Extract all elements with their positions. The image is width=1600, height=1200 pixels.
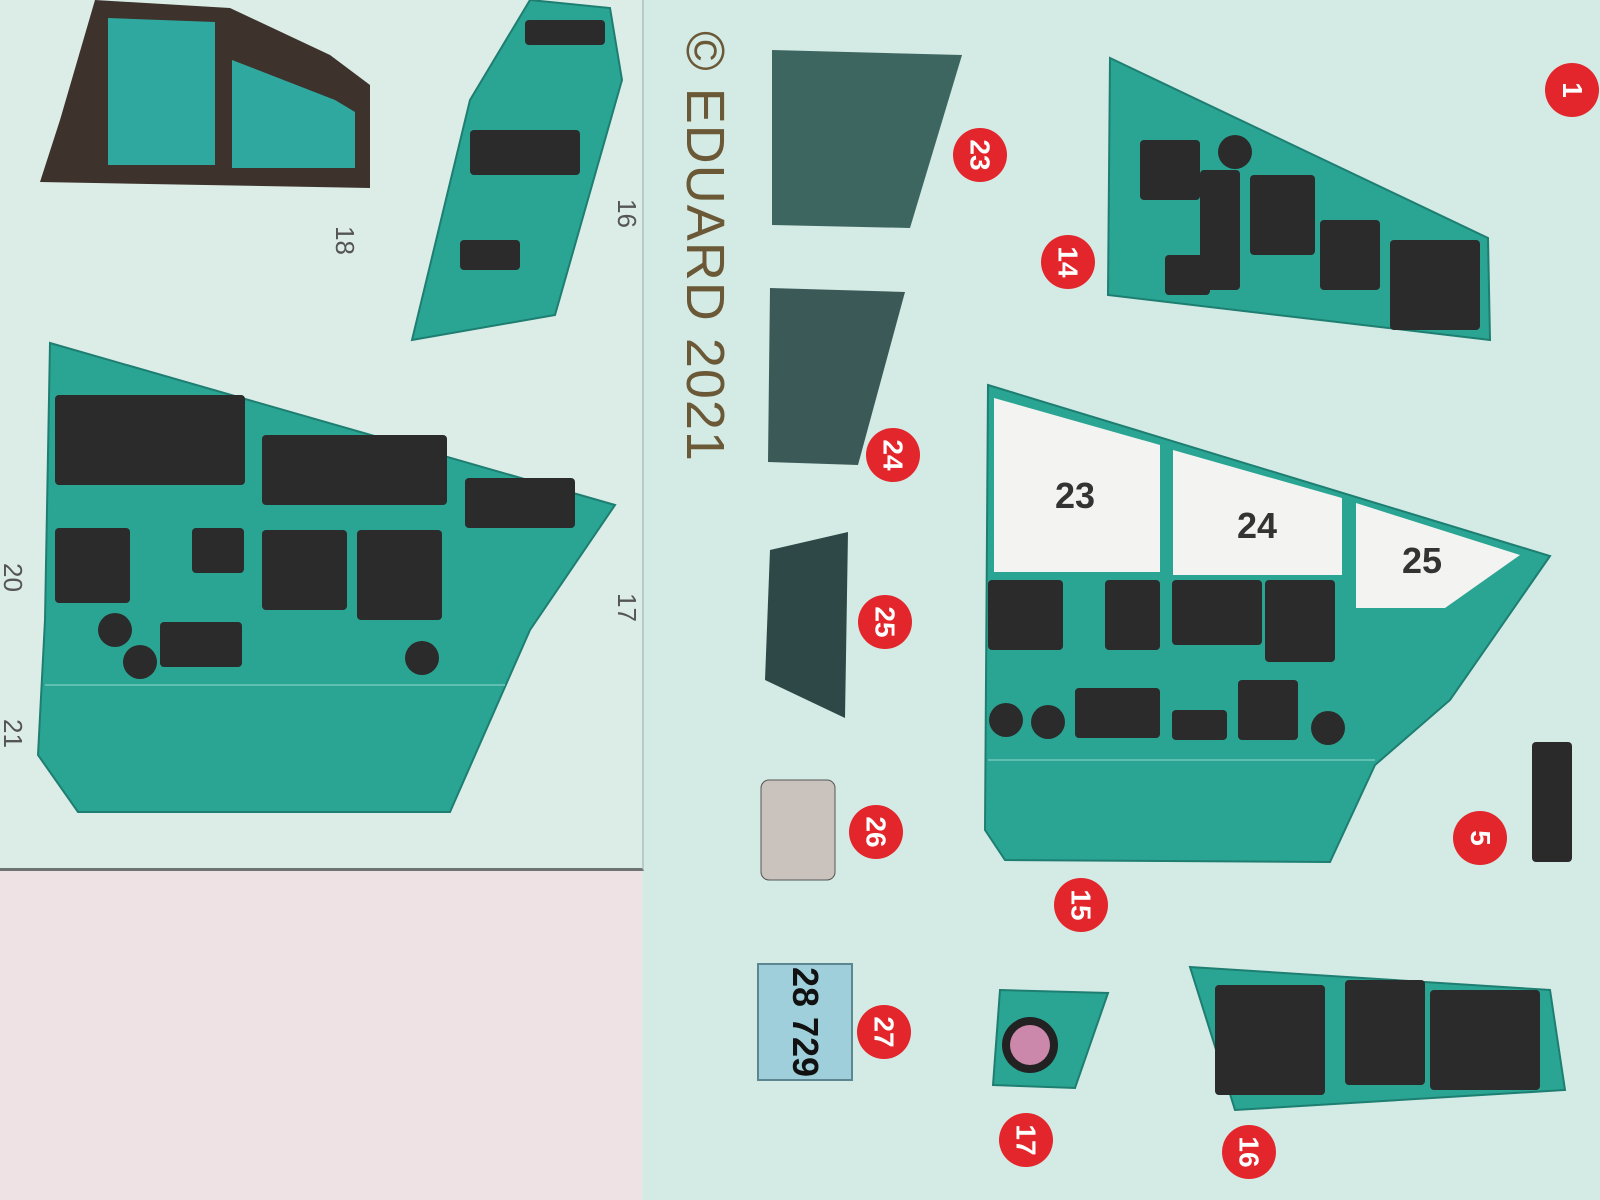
copyright-text: © EDUARD 2021 — [675, 31, 735, 462]
gauge-dial — [1311, 711, 1345, 745]
instrument-block — [1238, 680, 1298, 740]
instrument-block — [262, 530, 347, 610]
instrument-block — [1250, 175, 1315, 255]
badge-text: 24 — [878, 439, 909, 471]
badge-25: 25 — [858, 595, 912, 649]
gauge-dial — [989, 703, 1023, 737]
instrument-block — [1345, 980, 1425, 1085]
badge-text: 1 — [1556, 82, 1588, 98]
badge-27: 27 — [857, 1005, 911, 1059]
part-label-16: 16 — [611, 199, 642, 228]
badge-text: 16 — [1234, 1136, 1265, 1168]
box-number-25: 25 — [1402, 540, 1443, 581]
badge-text: 5 — [1464, 830, 1496, 846]
part-5 — [1532, 742, 1572, 862]
instrument-block — [988, 580, 1063, 650]
gauge-dial — [123, 645, 157, 679]
badge-text: 27 — [869, 1016, 900, 1048]
badge-text: 17 — [1011, 1124, 1042, 1156]
instrument-block — [470, 130, 580, 175]
instrument-block — [1165, 255, 1210, 295]
instrument-block — [465, 478, 575, 528]
box-number-24: 24 — [1237, 505, 1278, 546]
part-24 — [768, 288, 905, 465]
badge-26: 26 — [849, 805, 903, 859]
instrument-block — [262, 435, 447, 505]
instrument-block — [1265, 580, 1335, 662]
instrument-block — [1075, 688, 1160, 738]
instrument-block — [1172, 710, 1227, 740]
instrument-block — [192, 528, 244, 573]
background-surface — [0, 871, 642, 1200]
part-23 — [772, 50, 962, 228]
gauge-dial — [1443, 295, 1477, 329]
badge-15: 15 — [1054, 878, 1108, 932]
instrument-block — [1215, 985, 1325, 1095]
part-label-21: 21 — [0, 719, 28, 748]
instrument-block — [55, 528, 130, 603]
part-26 — [760, 779, 836, 881]
instrument-block — [1320, 220, 1380, 290]
instrument-block — [1172, 580, 1262, 645]
instrument-block — [525, 20, 605, 45]
box-number-23: 23 — [1055, 475, 1096, 516]
registration-number: 28 729 — [785, 966, 827, 1078]
instrument-block — [160, 622, 242, 667]
part-18-frame — [40, 0, 370, 188]
badge-24: 24 — [866, 428, 920, 482]
badge-text: 26 — [861, 816, 892, 848]
instrument-block — [1430, 990, 1540, 1090]
gauge-dial — [1218, 135, 1252, 169]
gauge-dial — [1395, 283, 1429, 317]
gauge-dial — [1393, 241, 1427, 275]
gauge-dial — [1031, 705, 1065, 739]
badge-text: 23 — [965, 139, 996, 171]
badge-17: 17 — [999, 1113, 1053, 1167]
badge-16: 16 — [1222, 1125, 1276, 1179]
part-label-17: 17 — [611, 593, 642, 622]
part-25 — [765, 532, 848, 718]
instrument-block — [460, 240, 520, 270]
badge-text: 14 — [1053, 246, 1084, 278]
badge-text: 25 — [870, 606, 901, 638]
badge-23: 23 — [953, 128, 1007, 182]
gauge-dial — [1443, 245, 1477, 279]
instrument-block — [1140, 140, 1200, 200]
instrument-details — [55, 20, 1540, 1095]
instrument-block — [357, 530, 442, 620]
gauge-dial — [405, 641, 439, 675]
part-label-20: 20 — [0, 563, 28, 592]
instrument-block — [55, 395, 245, 485]
badge-1: 1 — [1545, 63, 1599, 117]
badge-5: 5 — [1453, 811, 1507, 865]
gauge-dial — [98, 613, 132, 647]
badge-14: 14 — [1041, 235, 1095, 289]
badge-text: 15 — [1066, 889, 1097, 921]
instrument-block — [1105, 580, 1160, 650]
part-27-registration: 28 729 — [757, 963, 853, 1081]
part-label-18: 18 — [329, 226, 360, 255]
